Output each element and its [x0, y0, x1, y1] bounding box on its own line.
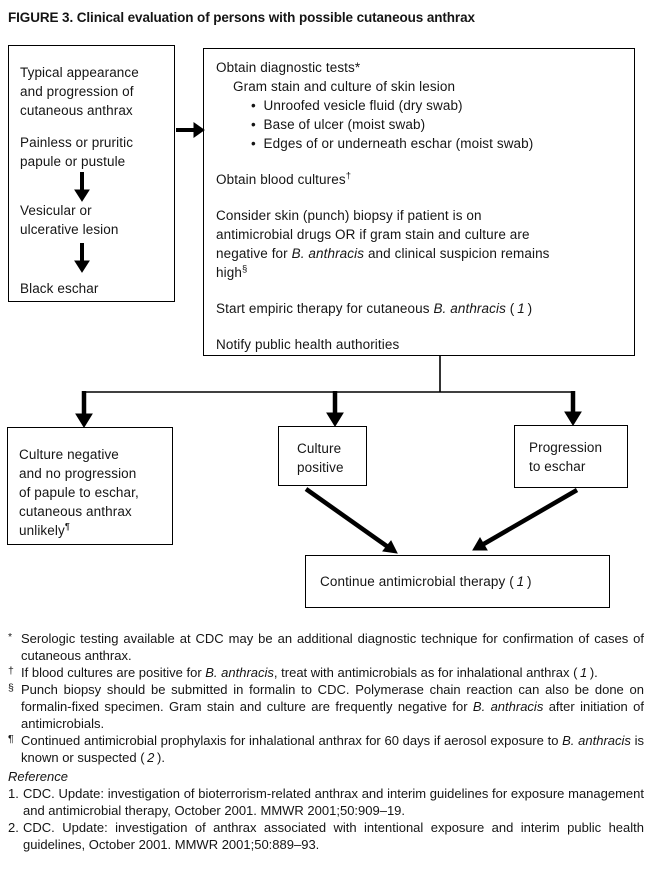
footnotes: *Serologic testing available at CDC may … — [8, 630, 644, 853]
notify-authorities-line: Notify public health authorities — [216, 337, 400, 352]
bullet-edges-eschar: • Edges of or underneath eschar (moist s… — [251, 136, 534, 151]
bullet-base-of-ulcer: • Base of ulcer (moist swab) — [251, 117, 426, 132]
dagger-marker: † — [8, 665, 14, 677]
footnote-pilcrow: ¶Continued antimicrobial prophylaxis for… — [8, 733, 644, 765]
reference-section: Reference 1.CDC. Update: investigation o… — [8, 768, 644, 853]
reference-item: 2.CDC. Update: investigation of anthrax … — [8, 820, 644, 852]
reference-number: 1. — [8, 786, 19, 801]
branch-connector-lines — [84, 356, 573, 393]
consider-biopsy-line: Consider skin (punch) biopsy if patient … — [216, 208, 550, 280]
right-arrow-icon — [176, 122, 205, 138]
black-eschar-text: Black eschar — [20, 281, 99, 296]
diagnostic-tests-box: Obtain diagnostic tests* Gram stain and … — [203, 48, 635, 356]
diagonal-arrow-icon — [304, 487, 398, 554]
footnote-dagger: †If blood cultures are positive for B. a… — [8, 665, 598, 680]
footnote-asterisk: *Serologic testing available at CDC may … — [8, 631, 644, 663]
obtain-blood-cultures-line: Obtain blood cultures† — [216, 170, 352, 187]
down-arrow-icon — [75, 391, 93, 428]
figure-title: FIGURE 3. Clinical evaluation of persons… — [8, 10, 475, 25]
asterisk-marker: * — [8, 631, 13, 643]
pilcrow-marker: ¶ — [8, 733, 14, 745]
footnote-section: §Punch biopsy should be submitted in for… — [8, 682, 645, 731]
continue-therapy-text: Continue antimicrobial therapy ( 1 ) — [320, 574, 532, 589]
reference-item: 1.CDC. Update: investigation of bioterro… — [8, 786, 644, 818]
bullet-unroofed-vesicle: • Unroofed vesicle fluid (dry swab) — [251, 98, 463, 113]
reference-number: 2. — [8, 820, 19, 835]
diagonal-arrow-icon — [472, 488, 579, 551]
down-arrow-icon — [326, 391, 344, 427]
reference-heading: Reference — [8, 769, 68, 784]
obtain-diagnostic-tests-line: Obtain diagnostic tests* — [216, 60, 361, 75]
gram-stain-line: Gram stain and culture of skin lesion — [233, 79, 456, 94]
section-marker: § — [8, 682, 14, 694]
down-arrow-icon — [564, 391, 582, 426]
start-empiric-therapy-line: Start empiric therapy for cutaneous B. a… — [216, 301, 533, 316]
continue-therapy-box: Continue antimicrobial therapy ( 1 ) — [305, 555, 610, 608]
